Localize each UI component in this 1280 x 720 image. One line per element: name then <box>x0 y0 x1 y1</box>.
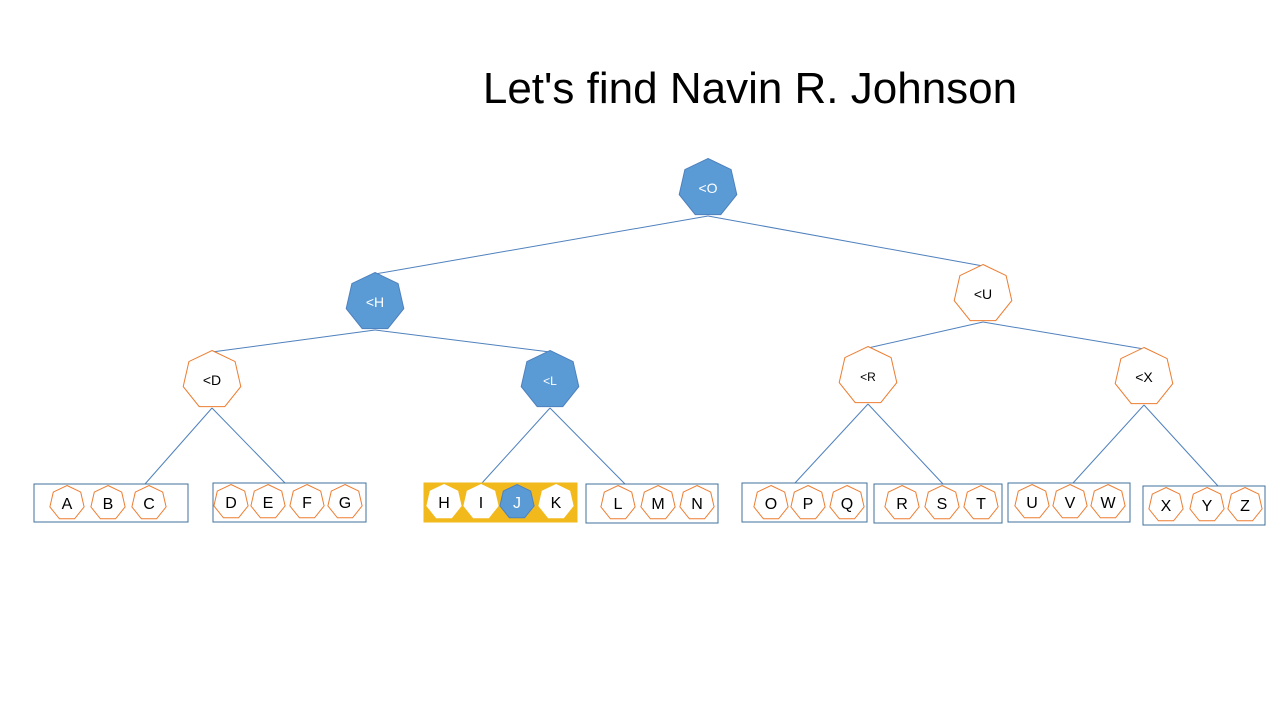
tree-node-o[interactable]: <O <box>678 157 738 216</box>
letter-label-i: I <box>479 495 483 512</box>
node-label: <X <box>1135 369 1153 385</box>
letter-heptagon-z <box>1227 486 1263 522</box>
tree-edge-o-u <box>707 215 984 267</box>
letter-heptagon-c <box>131 484 167 520</box>
letter-label-b: B <box>103 496 114 513</box>
tree-edge-u-x <box>982 321 1145 350</box>
node-label: <L <box>543 374 557 388</box>
bucket-b6[interactable]: U V W <box>1007 482 1131 523</box>
bucket-b4[interactable]: O P Q <box>741 482 868 523</box>
letter-heptagon-y <box>1189 486 1225 522</box>
tree-edge-r-b5 <box>867 403 944 485</box>
node-label: <H <box>366 294 384 310</box>
letter-label-p: P <box>803 496 814 513</box>
letter-label-r: R <box>896 496 908 513</box>
letter-heptagon-p <box>790 484 826 520</box>
letter-heptagon-v <box>1052 483 1088 519</box>
bucket-b7[interactable]: X Y Z <box>1142 485 1266 526</box>
letter-heptagon-l <box>600 484 636 520</box>
tree-edge-h-d <box>211 329 376 353</box>
letter-heptagon-j <box>499 483 535 519</box>
letter-label-g: G <box>339 495 351 512</box>
tree-edge-x-b7 <box>1143 404 1219 487</box>
letter-label-z: Z <box>1240 498 1250 515</box>
letter-heptagon-g <box>327 483 363 519</box>
tree-node-l[interactable]: <L <box>520 349 580 408</box>
node-heptagon <box>838 345 898 404</box>
letter-label-c: C <box>143 496 155 513</box>
letter-heptagon-n <box>679 484 715 520</box>
node-heptagon <box>182 349 242 408</box>
letter-label-y: Y <box>1202 498 1213 515</box>
node-label: <O <box>698 180 717 196</box>
tree-nodes: <O <H <U <D <L <R <X <box>182 157 1174 408</box>
letter-label-k: K <box>551 495 562 512</box>
letter-heptagon-t <box>963 484 999 520</box>
tree-edge-u-r <box>867 321 984 349</box>
letter-heptagon-q <box>829 484 865 520</box>
bucket-b3[interactable]: L M N <box>585 483 719 524</box>
letter-heptagon-x <box>1148 486 1184 522</box>
tree-edge-r-b4 <box>794 403 869 484</box>
tree-edge-l-b2 <box>481 407 551 484</box>
letter-label-d: D <box>225 495 237 512</box>
node-heptagon <box>345 271 405 330</box>
letter-heptagon-k <box>538 483 574 519</box>
tree-edge-d-b0 <box>144 407 213 485</box>
node-heptagon <box>953 263 1013 322</box>
letter-label-q: Q <box>841 496 853 513</box>
letter-heptagon-a <box>49 484 85 520</box>
tree-node-x[interactable]: <X <box>1114 346 1174 405</box>
letter-label-l: L <box>614 496 623 513</box>
letter-heptagon-o <box>753 484 789 520</box>
node-label: <R <box>860 370 876 384</box>
node-heptagon <box>1114 346 1174 405</box>
tree-edges <box>144 215 1219 487</box>
letter-label-w: W <box>1100 495 1116 512</box>
letter-label-f: F <box>302 495 312 512</box>
tree-edge-h-l <box>374 329 551 353</box>
tree-node-h[interactable]: <H <box>345 271 405 330</box>
bucket-b5[interactable]: R S T <box>873 483 1003 524</box>
tree-edge-x-b6 <box>1072 404 1145 484</box>
node-heptagon <box>520 349 580 408</box>
tree-node-u[interactable]: <U <box>953 263 1013 322</box>
tree-node-d[interactable]: <D <box>182 349 242 408</box>
letter-heptagon-i <box>463 483 499 519</box>
letter-label-n: N <box>691 496 703 513</box>
letter-label-s: S <box>937 496 948 513</box>
node-label: <U <box>974 286 992 302</box>
letter-label-o: O <box>765 496 777 513</box>
letter-heptagon-d <box>213 483 249 519</box>
bucket-b2[interactable]: H I J K <box>423 482 578 523</box>
tree-edge-l-b3 <box>549 407 626 485</box>
letter-label-a: A <box>62 496 73 513</box>
letter-label-x: X <box>1161 498 1172 515</box>
letter-label-h: H <box>438 495 450 512</box>
node-heptagon <box>678 157 738 216</box>
letter-label-v: V <box>1065 495 1076 512</box>
letter-heptagon-m <box>640 484 676 520</box>
letter-label-t: T <box>976 496 986 513</box>
bucket-b1[interactable]: D E F G <box>212 482 367 523</box>
letter-label-m: M <box>651 496 664 513</box>
letter-heptagon-h <box>426 483 462 519</box>
leaf-buckets: A B C D E F G H I J K L M N O P Q R S T U V W X Y Z <box>33 482 1266 526</box>
letter-label-j: J <box>513 495 521 512</box>
letter-heptagon-b <box>90 484 126 520</box>
node-label: <D <box>203 372 221 388</box>
letter-heptagon-f <box>289 483 325 519</box>
letter-heptagon-s <box>924 484 960 520</box>
bucket-b0[interactable]: A B C <box>33 483 189 523</box>
tree-edge-o-h <box>374 215 709 275</box>
tree-edge-d-b1 <box>211 407 286 484</box>
letter-label-e: E <box>263 495 274 512</box>
tree-node-r[interactable]: <R <box>838 345 898 404</box>
letter-heptagon-u <box>1014 483 1050 519</box>
letter-label-u: U <box>1026 495 1038 512</box>
letter-heptagon-r <box>884 484 920 520</box>
letter-heptagon-e <box>250 483 286 519</box>
letter-heptagon-w <box>1090 483 1126 519</box>
